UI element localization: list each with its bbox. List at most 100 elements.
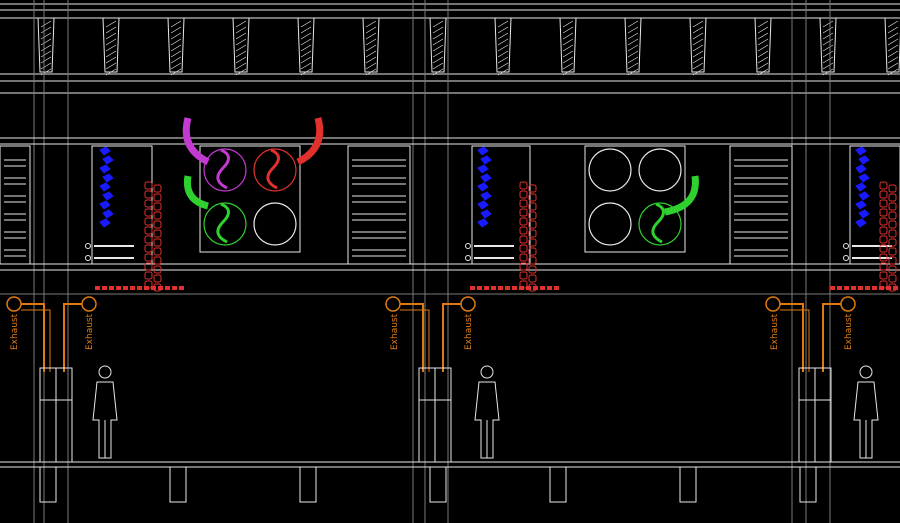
red-pipe-segment — [888, 274, 897, 283]
blue-pipe-segment — [477, 200, 489, 210]
fan-circle-icon — [253, 148, 297, 192]
valve-dot — [843, 255, 849, 261]
hatched-beam-icon — [429, 17, 447, 76]
red-pipe-segment — [153, 202, 162, 211]
exhaust-label: Exhaust — [844, 313, 854, 350]
blue-pipe-segment — [855, 146, 867, 156]
human-figure-icon — [474, 365, 500, 459]
exhaust-pipe — [822, 303, 841, 372]
red-pipe-segment — [519, 208, 528, 217]
red-pipe-segment — [879, 235, 888, 244]
red-pipe-segment — [528, 256, 537, 265]
floor-slab — [0, 461, 900, 468]
blue-pipe-segment — [102, 209, 114, 219]
blue-pipe-segment — [855, 200, 867, 210]
exhaust-pipe — [400, 309, 430, 372]
exhaust-label: Exhaust — [85, 313, 95, 350]
fan-duct-curve — [651, 202, 665, 244]
red-pipe-segment — [153, 229, 162, 238]
red-pipe-segment — [879, 271, 888, 280]
red-pipe-segment — [144, 226, 153, 235]
red-pipe-segment — [528, 211, 537, 220]
fan-duct-curve — [216, 148, 230, 190]
floor-pier — [799, 467, 817, 503]
red-pipe-segment — [144, 271, 153, 280]
frame-panel — [471, 145, 531, 265]
blue-pipe-segment — [99, 164, 111, 174]
red-pipe-segment — [144, 199, 153, 208]
exhaust-label: Exhaust — [10, 313, 20, 350]
exhaust-pipe — [21, 303, 45, 372]
fan-circle-icon — [638, 148, 682, 192]
red-pipe-segment — [144, 217, 153, 226]
frame-panel — [849, 145, 900, 265]
red-pipe-segment — [519, 244, 528, 253]
red-pipe-segment — [888, 229, 897, 238]
blue-pipe-segment — [858, 191, 870, 201]
grid-lines — [33, 0, 831, 523]
exhaust-valve-icon — [460, 296, 476, 312]
blue-pipe-segment — [477, 218, 489, 228]
valve-dot — [465, 255, 471, 261]
green-duct — [183, 175, 210, 210]
blue-pipe-segment — [99, 200, 111, 210]
exhaust-pipe — [442, 303, 461, 372]
red-pipe-segment — [153, 184, 162, 193]
cabinet-unit — [729, 145, 793, 265]
exhaust-pipe — [21, 309, 51, 372]
fan-duct-curve — [266, 148, 280, 190]
hatched-beam-row — [37, 17, 900, 76]
hatched-beam-icon — [37, 17, 55, 76]
red-pipe-segment — [528, 193, 537, 202]
fan-circle-icon — [588, 148, 632, 192]
red-pipe-segment — [153, 193, 162, 202]
red-pipe-segment — [519, 262, 528, 271]
floor-pier — [679, 467, 697, 503]
exhaust-valve-icon — [765, 296, 781, 312]
blue-pipe-segment — [477, 164, 489, 174]
red-pipe-segment — [153, 265, 162, 274]
red-pipe-segment — [879, 253, 888, 262]
floor-piers — [39, 467, 817, 503]
hatched-beam-icon — [102, 17, 120, 76]
valve-dot — [85, 243, 91, 249]
floor-pier — [169, 467, 187, 503]
red-pipe-segment — [519, 253, 528, 262]
hatched-beam-icon — [689, 17, 707, 76]
human-figure-icon — [853, 365, 879, 459]
hatched-beam-icon — [754, 17, 772, 76]
red-pipe-segment — [888, 184, 897, 193]
red-pipe-segment — [153, 211, 162, 220]
red-pipe-segment — [879, 208, 888, 217]
red-pipe-segment — [144, 208, 153, 217]
red-pipe-segment — [153, 247, 162, 256]
red-pipe-segment — [144, 235, 153, 244]
red-pipe-segment — [144, 181, 153, 190]
hatched-beam-icon — [624, 17, 642, 76]
red-pipe-segment — [528, 274, 537, 283]
fan-circle-icon — [203, 202, 247, 246]
red-pipe-segment — [144, 253, 153, 262]
blue-pipe-segment — [855, 218, 867, 228]
fan-housing — [199, 145, 301, 253]
red-pipe-segment — [528, 265, 537, 274]
fan-circle-icon — [253, 202, 297, 246]
floor-pier — [429, 467, 447, 503]
hatched-beam-icon — [819, 17, 837, 76]
blue-pipe-segment — [858, 155, 870, 165]
blue-pipe-segment — [480, 173, 492, 183]
fan-circle-icon — [588, 202, 632, 246]
magenta-duct — [182, 117, 210, 166]
hatched-beam-icon — [884, 17, 900, 76]
red-pipe-segment — [144, 190, 153, 199]
red-pipe-segment — [888, 256, 897, 265]
red-pipe-segment — [528, 220, 537, 229]
red-pipe-segment — [528, 238, 537, 247]
blue-pipe-segment — [480, 191, 492, 201]
exhaust-label: Exhaust — [770, 313, 780, 350]
blue-pipe-segment — [102, 173, 114, 183]
exhaust-valve-icon — [840, 296, 856, 312]
floor-pier — [39, 467, 57, 503]
hatched-beam-icon — [297, 17, 315, 76]
